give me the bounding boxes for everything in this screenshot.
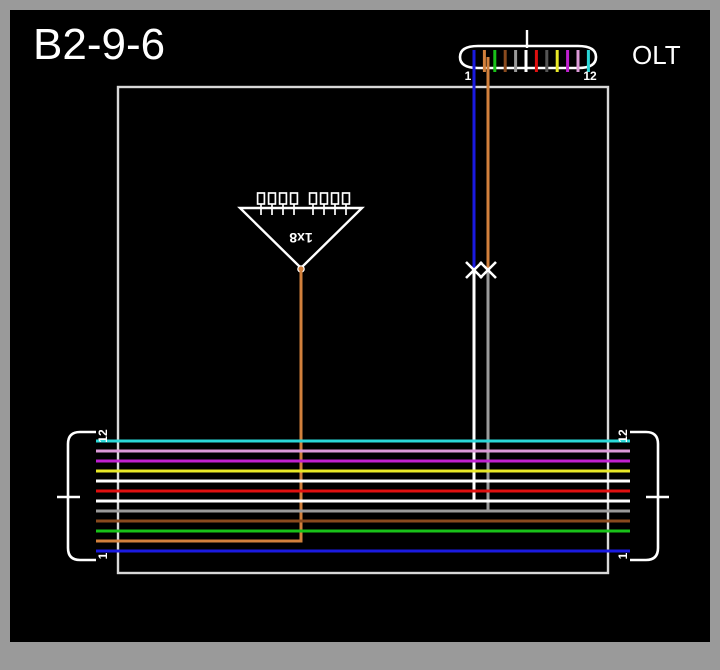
splitter-output-ports (256, 192, 351, 215)
splitter-ratio-label: 1x8 (289, 230, 313, 246)
left-port-12-label: 12 (96, 429, 110, 443)
olt-port-1-label: 1 (465, 69, 472, 83)
splice-blue-to-white-stroke-b (465, 261, 483, 279)
optical-splitter-1x8[interactable]: 1x8 (237, 192, 365, 273)
enclosure-frame (116, 85, 610, 575)
fiber-tray-runs (96, 439, 630, 553)
olt-connector-group[interactable]: 1 12 (458, 30, 598, 83)
splitter-body-triangle (237, 206, 365, 270)
right-port-1-label: 1 (616, 552, 630, 559)
diagram-background (10, 10, 710, 642)
page-title: B2-9-6 (33, 20, 166, 69)
olt-port-12-label: 12 (583, 69, 597, 83)
splice-orange-to-slate-stroke-b (479, 261, 497, 279)
left-connector-group[interactable]: 12 1 (57, 429, 110, 562)
splice-markers (465, 261, 497, 279)
olt-label: OLT (632, 40, 681, 70)
left-port-1-label: 1 (96, 552, 110, 559)
right-port-12-label: 12 (616, 429, 630, 443)
olt-port-pins (472, 50, 590, 72)
right-connector-group[interactable]: 12 1 (616, 429, 669, 562)
enclosure-rectangle (116, 85, 610, 575)
